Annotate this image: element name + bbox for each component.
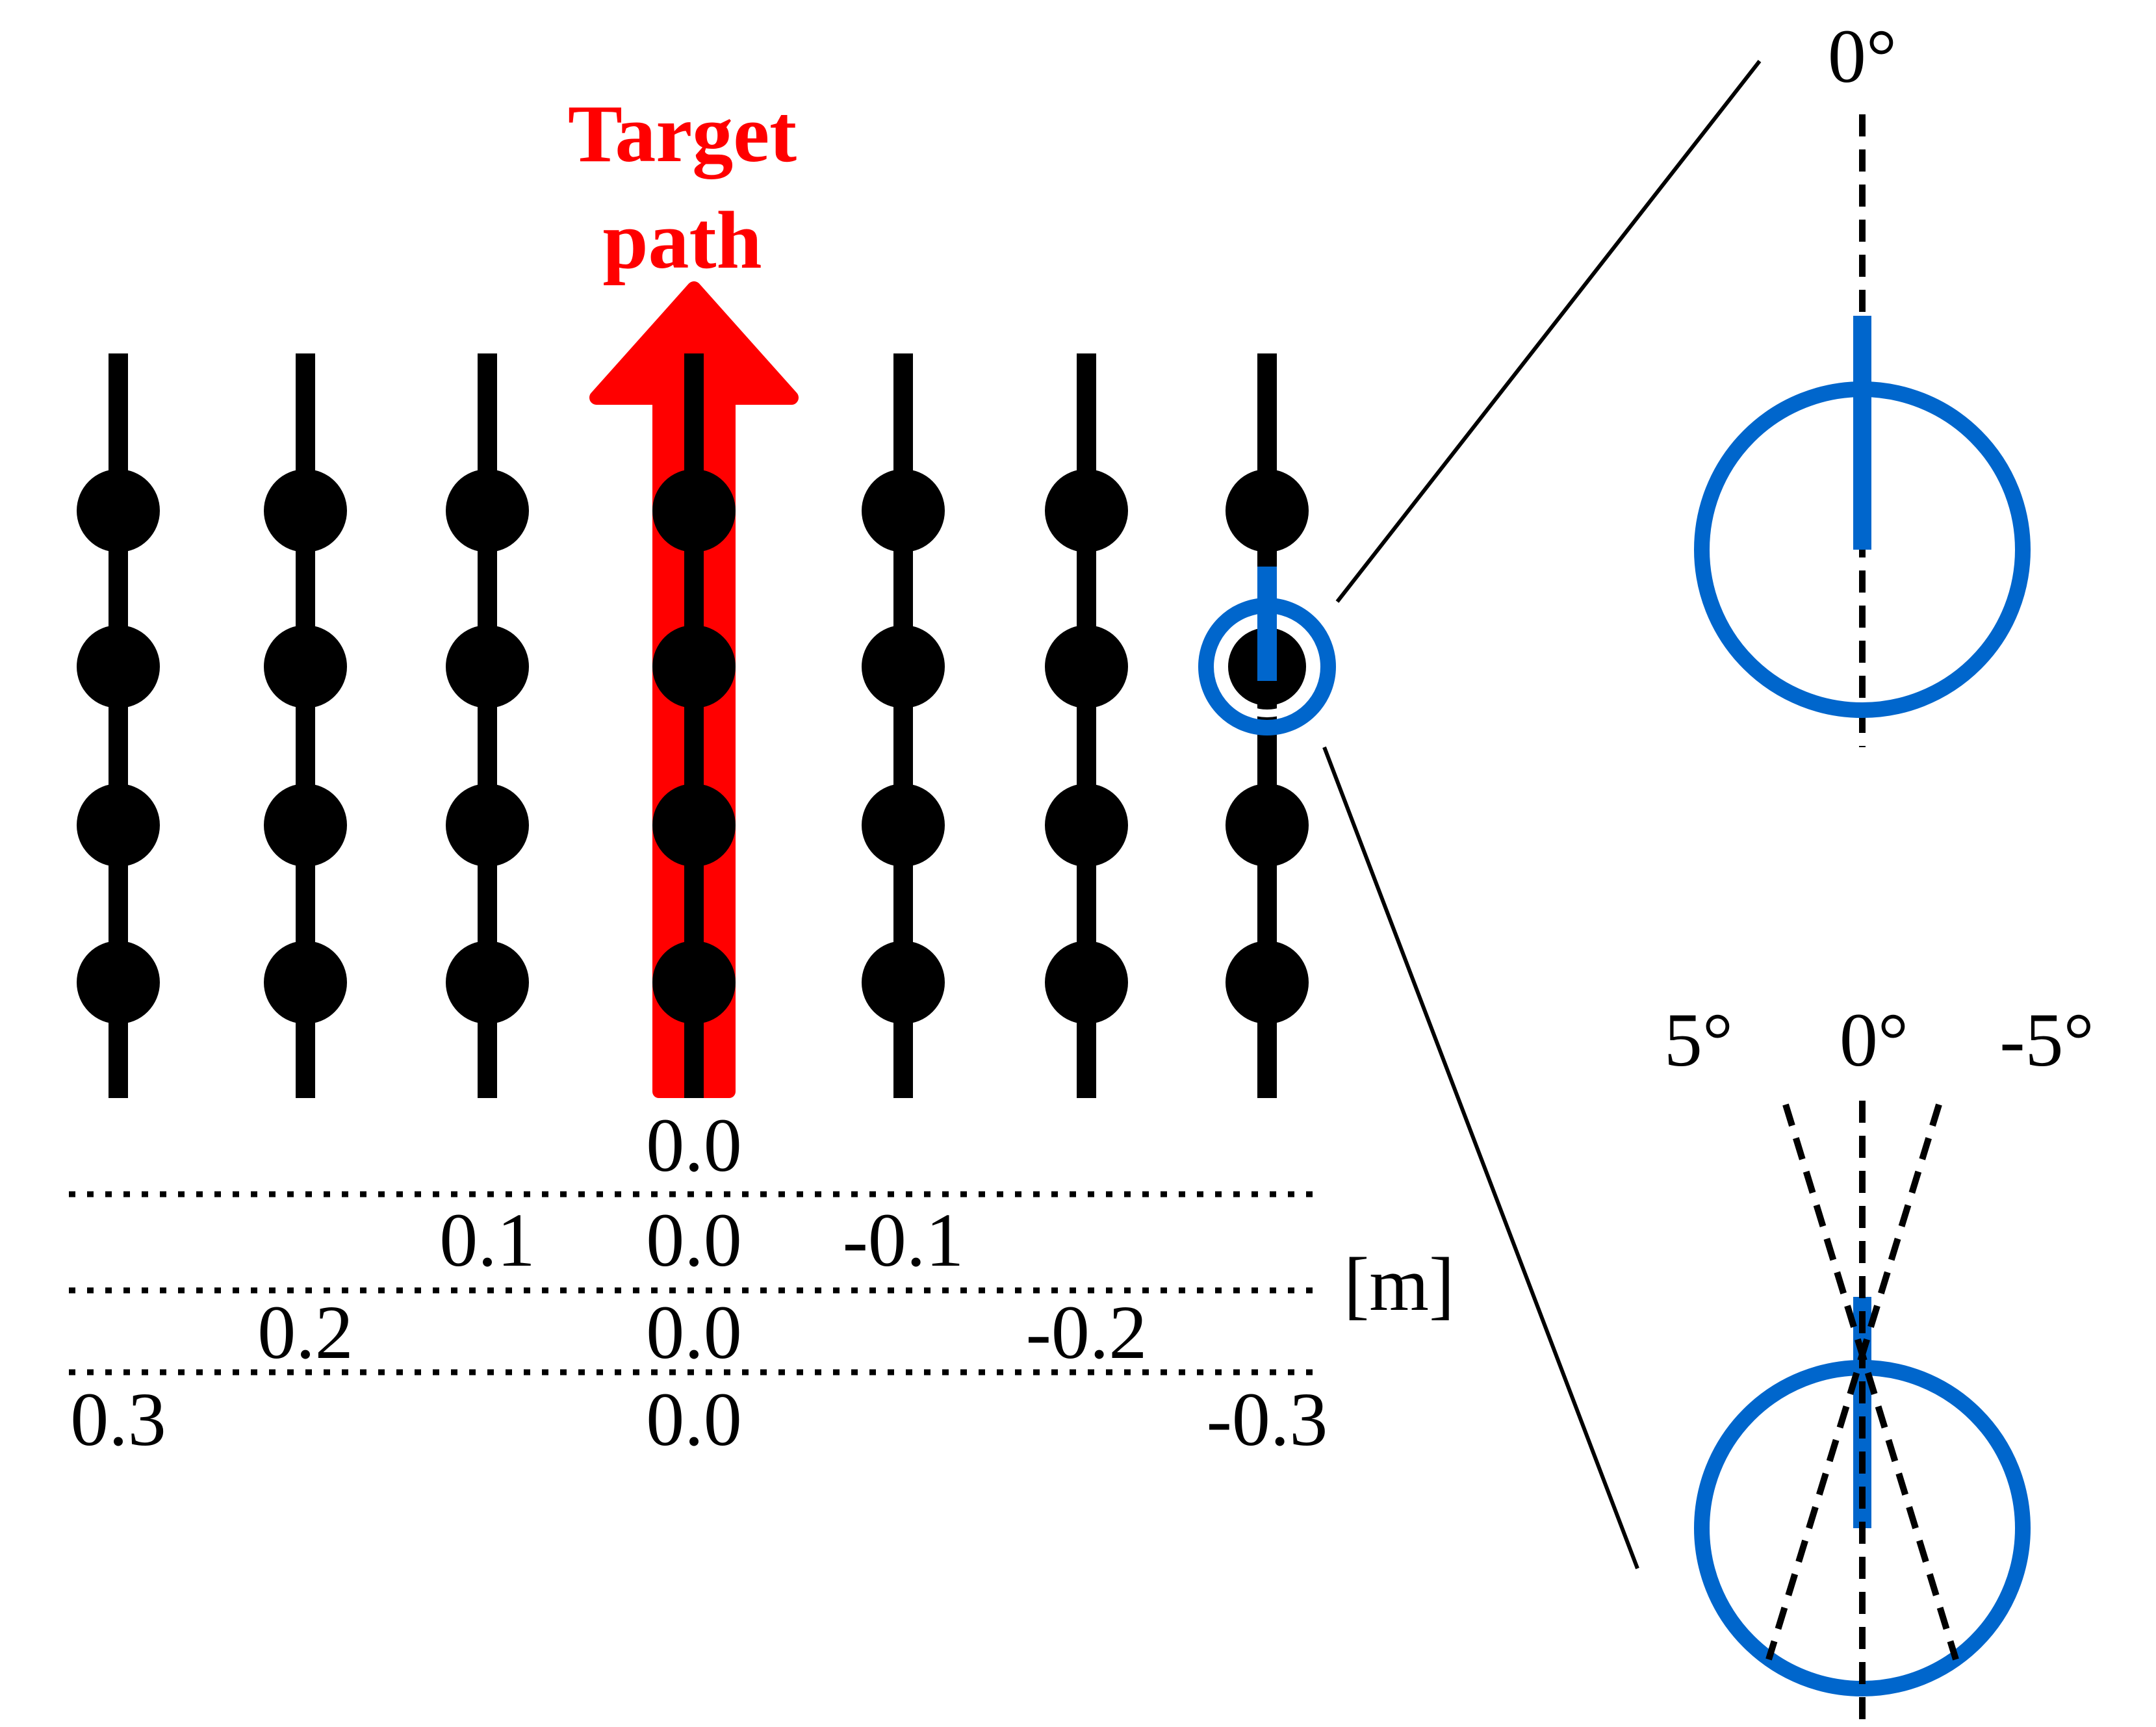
start-position-dot <box>652 941 736 1024</box>
scale-row-2-label-3: -0.2 <box>1026 1290 1148 1375</box>
start-position-dot <box>862 469 945 552</box>
unit-label: [m] <box>1344 1242 1454 1327</box>
scale-row-2-label-2: 0.0 <box>646 1290 742 1375</box>
target-arrow-head <box>597 288 791 398</box>
scale-row-2-label-1: 0.2 <box>257 1290 353 1375</box>
start-position-dot <box>1226 941 1309 1024</box>
target-path-title: Target path <box>568 89 797 286</box>
zoom-heading-zero: 0° <box>1694 14 2031 747</box>
start-position-dot <box>862 625 945 708</box>
start-position-dot <box>652 625 736 708</box>
zoom-bottom-angle-right-label: -5° <box>1999 997 2094 1082</box>
zoom-bottom-angle-left-label: 5° <box>1664 997 1733 1082</box>
scale-row-1-label-3: -0.1 <box>843 1197 964 1283</box>
start-position-dot <box>77 784 160 867</box>
selected-position-marker <box>1198 567 1336 736</box>
start-position-dot <box>446 625 529 708</box>
scale-row-1-label-1: 0.1 <box>439 1197 535 1283</box>
start-position-dot <box>264 469 347 552</box>
start-position-dot <box>1226 784 1309 867</box>
zoom-bottom-plus5-dashed-line <box>1782 1103 1959 1661</box>
scale-row-3-label-3: -0.3 <box>1207 1377 1328 1462</box>
start-position-dot <box>77 941 160 1024</box>
scale-row-1-label-2: 0.0 <box>646 1197 742 1283</box>
offset-scale: 0.0 0.1 0.0 -0.1 0.2 0.0 -0.2 0.3 0.0 -0.3 <box>69 1103 1328 1462</box>
start-position-dot <box>264 941 347 1024</box>
start-position-dot <box>1045 469 1128 552</box>
start-position-dot <box>1045 941 1128 1024</box>
title-line-2: path <box>602 196 762 286</box>
scale-top-label: 0.0 <box>646 1103 742 1188</box>
start-position-dot <box>652 469 736 552</box>
start-position-grid <box>77 353 1318 1098</box>
zoom-connector-top <box>1335 60 1762 603</box>
start-position-dot <box>1045 625 1128 708</box>
start-position-dot <box>264 625 347 708</box>
zoom-connector-bottom <box>1322 746 1639 1570</box>
start-position-dot <box>1045 784 1128 867</box>
start-position-dot <box>264 784 347 867</box>
start-position-dot <box>446 469 529 552</box>
zoom-bottom-minus5-dashed-line <box>1765 1103 1942 1661</box>
start-position-dot <box>1226 469 1309 552</box>
start-position-dot <box>862 784 945 867</box>
start-position-dot <box>446 784 529 867</box>
scale-row-3-label-1: 0.3 <box>70 1377 166 1462</box>
start-position-dot <box>652 784 736 867</box>
zoom-top-angle-label: 0° <box>1828 14 1897 99</box>
start-position-dot <box>77 469 160 552</box>
scale-row-3-label-2: 0.0 <box>646 1377 742 1462</box>
start-position-dot <box>446 941 529 1024</box>
start-position-dot <box>862 941 945 1024</box>
zoom-bottom-angle-center-label: 0° <box>1840 997 1908 1082</box>
title-line-1: Target <box>568 89 797 179</box>
zoom-connectors <box>1322 60 1762 1570</box>
start-position-dot <box>77 625 160 708</box>
zoom-heading-range: 5° 0° -5° <box>1664 997 2094 1727</box>
